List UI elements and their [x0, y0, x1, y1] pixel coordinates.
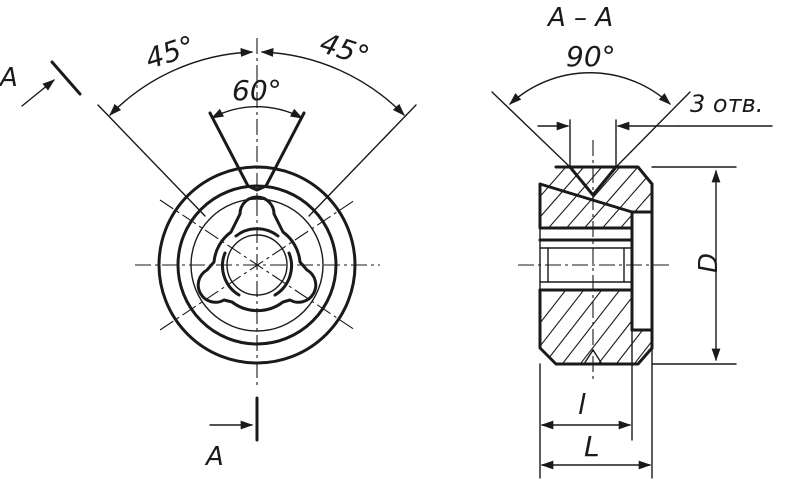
- arc-90: [509, 72, 671, 105]
- section-title: A – A: [546, 3, 613, 33]
- dim-l-label: l: [578, 388, 586, 421]
- dim-total-l-label: L: [584, 430, 600, 463]
- front-view: A A 45° 45° 60°: [0, 26, 417, 472]
- angle-inner-label: 60°: [232, 74, 282, 107]
- angle-90-label: 90°: [566, 40, 616, 73]
- v-notch: [208, 111, 306, 192]
- arc-45-left: [109, 48, 254, 116]
- section-mark-top-label: A: [0, 63, 18, 93]
- angle-left-label: 45°: [141, 29, 198, 76]
- arc-45-right: [260, 48, 405, 116]
- dim-d-label: D: [694, 253, 724, 273]
- holes-note: 3 отв.: [690, 90, 763, 118]
- section-mark-bottom-label: A: [204, 442, 224, 472]
- arc-60: [210, 105, 304, 119]
- section-view: A – A 90° 3 отв. D l L: [491, 3, 773, 479]
- angle-right-label: 45°: [316, 26, 373, 73]
- die-profile: [196, 195, 318, 313]
